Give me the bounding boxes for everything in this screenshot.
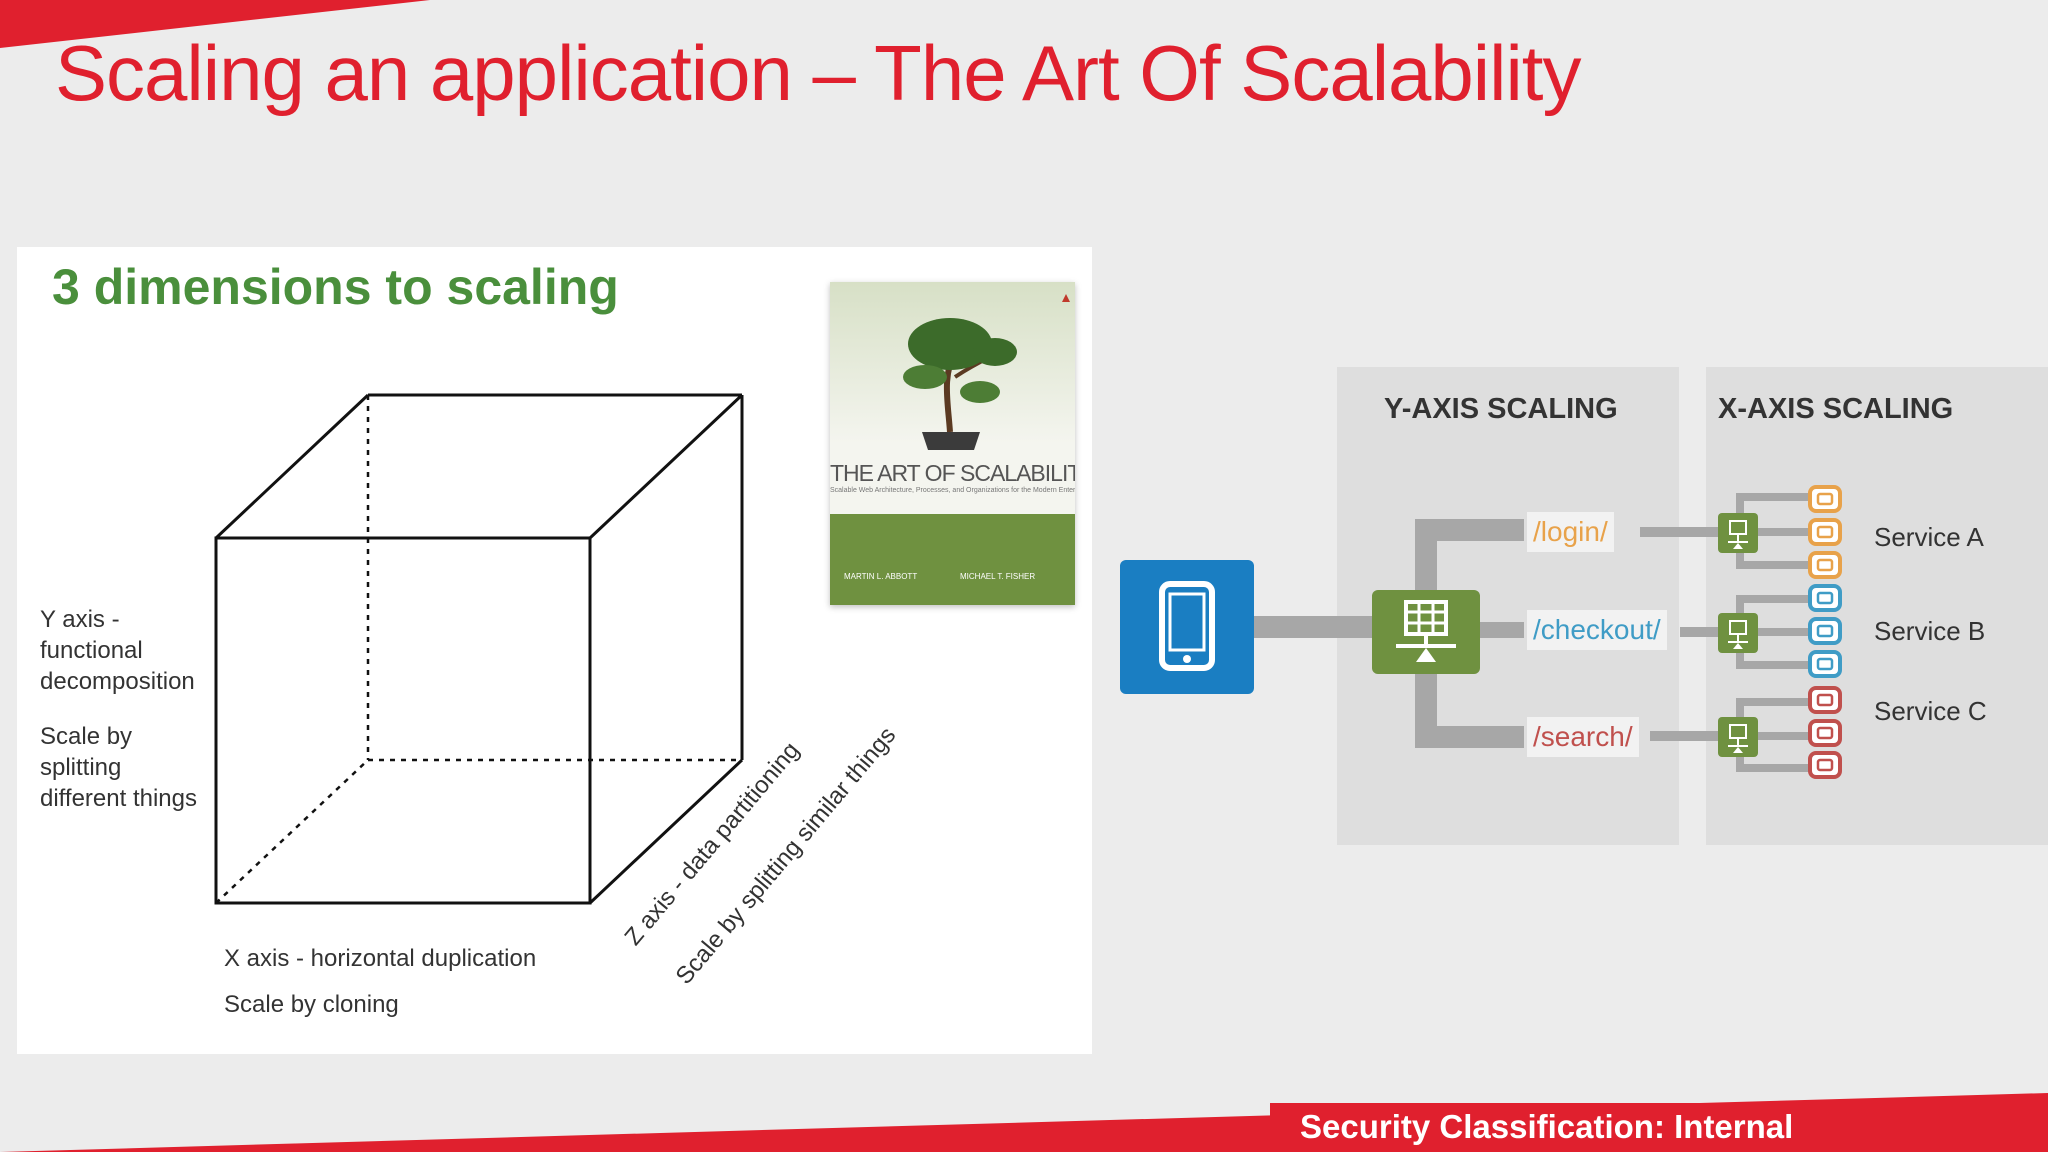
book-subtitle: Scalable Web Architecture, Processes, an… <box>830 487 1075 494</box>
service-a-instance-3 <box>1808 551 1842 579</box>
route-checkout: /checkout/ <box>1527 610 1667 650</box>
x-axis-scale-label: Scale by cloning <box>224 991 399 1018</box>
service-b-instance-2 <box>1808 617 1842 645</box>
slide-title: Scaling an application – The Art Of Scal… <box>55 29 1581 117</box>
book-author-1: MARTIN L. ABBOTT <box>844 572 918 581</box>
book-author-2: MICHAEL T. FISHER <box>960 572 1036 581</box>
service-b-instance-1 <box>1808 584 1842 612</box>
service-a-load-balancer <box>1718 513 1758 553</box>
footer-band <box>0 1093 2048 1152</box>
top-accent-stripe <box>0 0 430 48</box>
service-c-instance-2 <box>1808 719 1842 747</box>
service-c-instance-1 <box>1808 686 1842 714</box>
x-axis-scaling-heading: X-AXIS SCALING <box>1718 393 1954 425</box>
book-title: THE ART OF SCALABILITY <box>830 460 1075 486</box>
service-instances <box>1808 485 1842 779</box>
api-gateway-router <box>1372 590 1480 674</box>
service-c-instance-3 <box>1808 751 1842 779</box>
book-cover-band <box>830 514 1075 605</box>
service-c-load-balancer <box>1718 717 1758 757</box>
load-balancer-icon <box>1728 520 1748 549</box>
service-a-label: Service A <box>1874 522 1984 552</box>
book-authors: MARTIN L. ABBOTT MICHAEL T. FISHER <box>844 572 1064 581</box>
service-b-load-balancer <box>1718 613 1758 653</box>
load-balancer-icon <box>1728 620 1748 649</box>
service-c-label: Service C <box>1874 696 1987 726</box>
bonsai-tree-icon <box>903 294 1070 450</box>
x-axis-scaling-panel <box>1706 367 2048 845</box>
load-balancer-icon <box>1728 724 1748 753</box>
route-search: /search/ <box>1527 717 1639 757</box>
y-axis-label: Y axis - functional decomposition <box>40 606 195 695</box>
y-axis-scale-label: Scale by splitting different things <box>40 723 197 812</box>
x-axis-label: X axis - horizontal duplication <box>224 945 537 972</box>
security-classification: Security Classification: Internal <box>1300 1108 1794 1145</box>
figure-heading: 3 dimensions to scaling <box>52 259 619 315</box>
mobile-phone-icon <box>1159 581 1215 671</box>
service-a-instance-1 <box>1808 485 1842 513</box>
book-cover-image: THE ART OF SCALABILITY Scalable Web Arch… <box>830 282 1075 605</box>
load-balancer-icon <box>1396 600 1456 662</box>
service-b-label: Service B <box>1874 616 1986 646</box>
service-a-instance-2 <box>1808 518 1842 546</box>
y-axis-scaling-heading: Y-AXIS SCALING <box>1384 393 1618 425</box>
route-login: /login/ <box>1527 512 1614 552</box>
service-b-instance-3 <box>1808 650 1842 678</box>
client-device <box>1120 560 1254 694</box>
